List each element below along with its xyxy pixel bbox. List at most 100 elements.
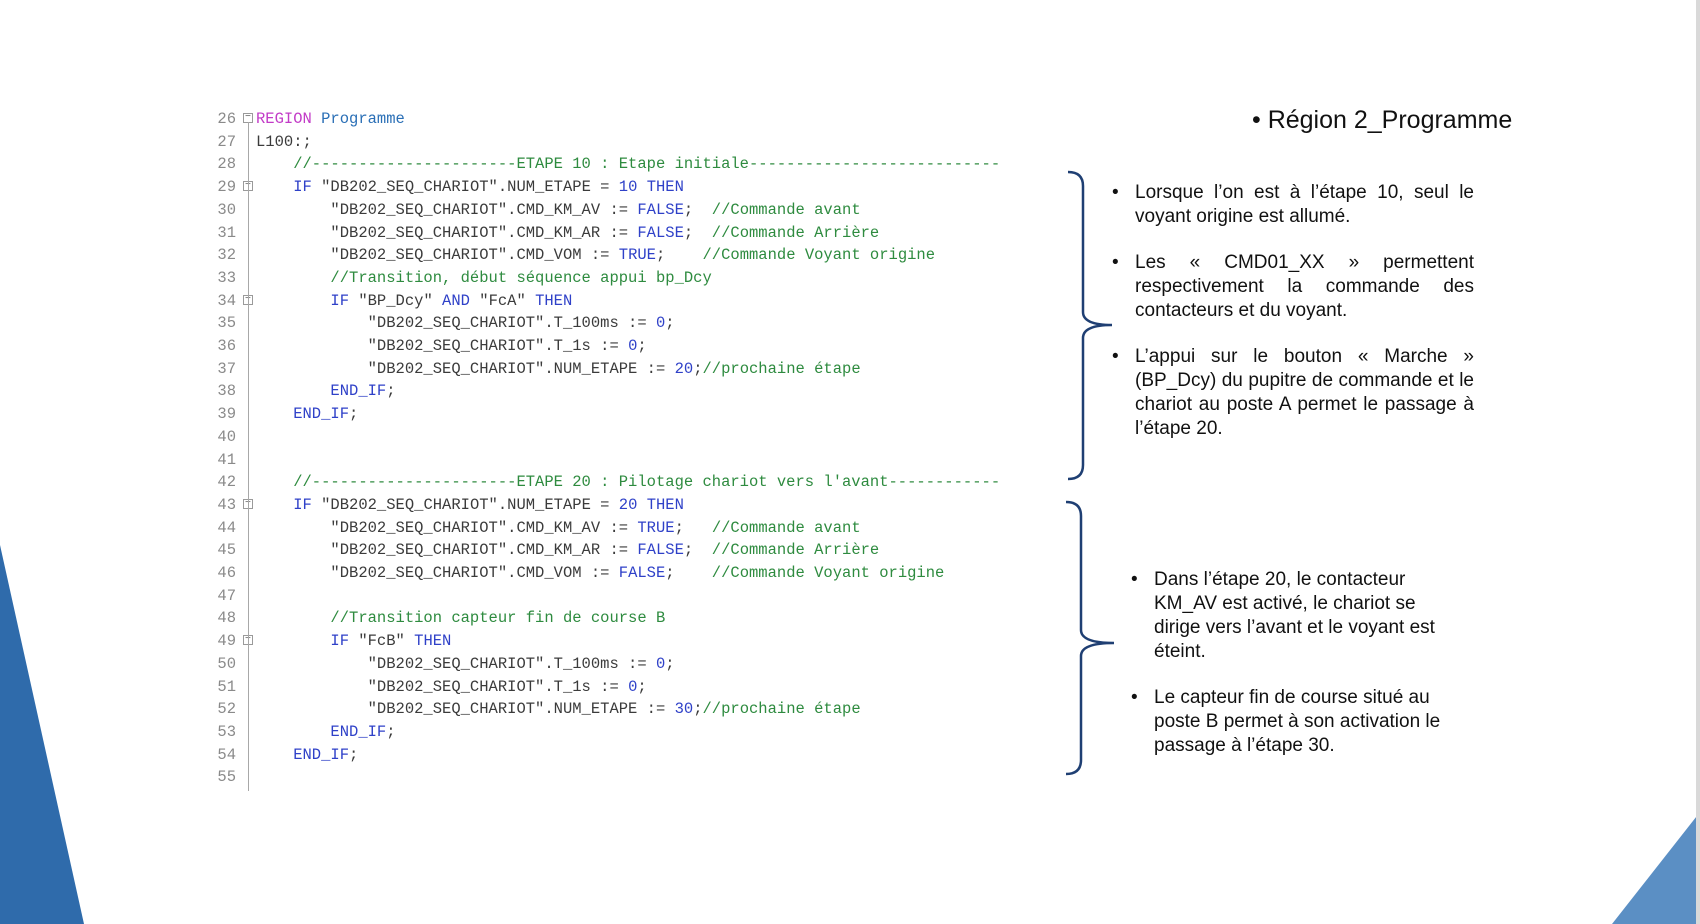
bullet: •: [1112, 252, 1119, 273]
line-number: 48: [217, 609, 236, 628]
code-token: "DB202_SEQ_CHARIOT".T_1s :=: [256, 677, 629, 696]
code-token: IF: [256, 495, 322, 514]
code-token: "DB202_SEQ_CHARIOT".NUM_ETAPE :=: [256, 700, 675, 719]
note-item: • L’appui sur le bouton « Marche » (BP_D…: [1112, 345, 1474, 441]
line-number: 45: [217, 541, 236, 560]
code-token: THEN: [646, 495, 684, 514]
code-text: "DB202_SEQ_CHARIOT".CMD_VOM := FALSE; //…: [256, 562, 944, 585]
line-number: 28: [217, 155, 236, 174]
code-token: 0: [655, 654, 666, 673]
code-token: AND: [442, 291, 480, 310]
code-line: 26−REGION Programme: [206, 108, 1056, 131]
code-token: REGION: [256, 110, 322, 128]
note-text: Les « CMD01_XX » permettent respectiveme…: [1135, 252, 1474, 321]
code-token: "DB202_SEQ_CHARIOT".CMD_KM_AR :=: [256, 541, 638, 560]
code-text: END_IF;: [256, 403, 358, 426]
line-number: 38: [217, 382, 236, 401]
code-token: FALSE: [637, 200, 684, 219]
code-line: 52 "DB202_SEQ_CHARIOT".NUM_ETAPE := 30;/…: [206, 698, 1056, 721]
notes-top: • Lorsque l’on est à l’étape 10, seul le…: [1112, 181, 1474, 463]
code-token: THEN: [535, 291, 573, 310]
code-token: "BP_Dcy": [358, 291, 443, 310]
code-line: 44 "DB202_SEQ_CHARIOT".CMD_KM_AV := TRUE…: [206, 517, 1056, 540]
code-text: "DB202_SEQ_CHARIOT".T_100ms := 0;: [256, 312, 675, 335]
code-token: 0: [655, 314, 666, 333]
left-blue-triangle: [0, 545, 84, 924]
code-token: ;: [349, 405, 359, 424]
note-text: Dans l’étape 20, le contacteur KM_AV est…: [1154, 569, 1435, 662]
code-token: ;: [665, 564, 712, 582]
code-line: 46 "DB202_SEQ_CHARIOT".CMD_VOM := FALSE;…: [206, 562, 1056, 585]
code-token: Programme: [321, 110, 405, 128]
code-token: FALSE: [637, 541, 684, 560]
code-token: ;: [386, 722, 396, 741]
line-number: 44: [217, 518, 236, 537]
bullet: •: [1112, 346, 1119, 367]
line-number: 51: [217, 677, 236, 696]
right-brace-top: [1067, 170, 1113, 481]
line-number: 33: [217, 268, 236, 287]
code-token: ;: [637, 337, 647, 355]
code-token: IF: [256, 178, 322, 197]
code-line: 48 //Transition capteur fin de course B: [206, 607, 1056, 630]
note-item: • Lorsque l’on est à l’étape 10, seul le…: [1112, 181, 1474, 229]
code-line: 32 "DB202_SEQ_CHARIOT".CMD_VOM := TRUE; …: [206, 244, 1056, 267]
code-text: IF "FcB" THEN: [256, 630, 451, 653]
code-token: "DB202_SEQ_CHARIOT".NUM_ETAPE =: [321, 178, 619, 197]
line-number: 43: [217, 495, 236, 514]
line-number: 47: [217, 586, 236, 605]
code-line: 40: [206, 426, 1056, 449]
code-text: REGION Programme: [256, 108, 405, 131]
code-token: ;: [665, 654, 675, 673]
code-token: //Commande Voyant origine: [711, 564, 945, 582]
line-number: 46: [217, 564, 236, 582]
code-token: //----------------------ETAPE 10 : Etape…: [256, 155, 1001, 174]
code-token: 20: [674, 359, 694, 378]
code-line: 38 END_IF;: [206, 380, 1056, 403]
code-token: 20: [618, 495, 647, 514]
code-text: //----------------------ETAPE 20 : Pilot…: [256, 471, 1000, 494]
line-number: 32: [217, 246, 236, 265]
code-token: "DB202_SEQ_CHARIOT".NUM_ETAPE =: [321, 495, 619, 514]
code-token: ;: [655, 246, 703, 265]
line-number: 50: [217, 654, 236, 673]
code-token: ;: [674, 518, 712, 537]
line-number: 41: [217, 450, 236, 469]
code-token: //Transition, début séquence appui bp_Dc…: [256, 268, 712, 287]
code-token: 0: [628, 677, 638, 696]
code-line: 50 "DB202_SEQ_CHARIOT".T_100ms := 0;: [206, 653, 1056, 676]
bullet: •: [1131, 569, 1138, 590]
line-number: 49: [217, 632, 236, 651]
code-text: //----------------------ETAPE 10 : Etape…: [256, 153, 1000, 176]
code-token: "FcB": [358, 632, 415, 651]
code-token: //Commande avant: [711, 518, 861, 537]
line-number: 37: [217, 359, 236, 378]
line-number: 31: [217, 223, 236, 242]
line-number: 52: [217, 700, 236, 719]
code-text: "DB202_SEQ_CHARIOT".CMD_VOM := TRUE; //C…: [256, 244, 935, 267]
code-token: END_IF: [256, 722, 387, 741]
code-token: "DB202_SEQ_CHARIOT".CMD_VOM :=: [256, 564, 619, 582]
code-text: //Transition capteur fin de course B: [256, 607, 665, 630]
code-token: 30: [674, 700, 694, 719]
bullet: •: [1112, 182, 1119, 203]
code-line: 47: [206, 585, 1056, 608]
code-token: ;: [693, 700, 703, 719]
code-line: 28 //----------------------ETAPE 10 : Et…: [206, 153, 1056, 176]
right-blue-triangle: [1612, 812, 1700, 924]
code-line: 45 "DB202_SEQ_CHARIOT".CMD_KM_AR := FALS…: [206, 539, 1056, 562]
code-text: "DB202_SEQ_CHARIOT".NUM_ETAPE := 30;//pr…: [256, 698, 861, 721]
code-text: END_IF;: [256, 721, 396, 744]
code-token: "FcA": [479, 291, 536, 310]
line-number: 54: [217, 745, 236, 764]
code-token: //prochaine étape: [702, 359, 861, 378]
code-token: THEN: [646, 178, 684, 197]
code-line: 30 "DB202_SEQ_CHARIOT".CMD_KM_AV := FALS…: [206, 199, 1056, 222]
code-line: 39 END_IF;: [206, 403, 1056, 426]
code-token: 10: [618, 178, 647, 197]
code-token: "DB202_SEQ_CHARIOT".T_100ms :=: [256, 314, 656, 333]
code-line: 31 "DB202_SEQ_CHARIOT".CMD_KM_AR := FALS…: [206, 222, 1056, 245]
code-token: THEN: [414, 632, 452, 651]
